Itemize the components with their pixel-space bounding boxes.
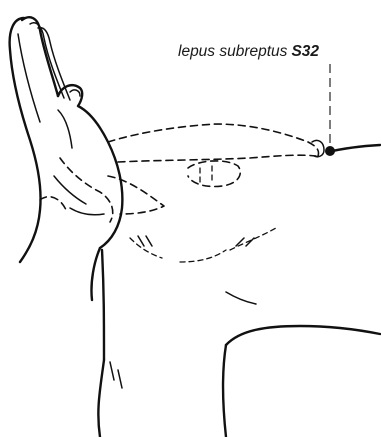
knee-cap-hint (226, 292, 256, 304)
muscle-hatch-2 (236, 238, 254, 246)
wrist-dashed (40, 197, 66, 210)
knee-contour (226, 326, 380, 345)
wrist-crease (70, 208, 104, 215)
finger-index (22, 17, 58, 96)
thigh-front (102, 250, 104, 360)
muscle-contour-2 (180, 250, 226, 262)
leg-drawing (98, 145, 380, 437)
index-finger-dashed (108, 124, 319, 156)
hand-outline (10, 18, 41, 262)
acupoint-code: S32 (291, 43, 319, 60)
acupoint-name: lepus subreptus (178, 43, 287, 60)
palm-on-thigh-dashed (40, 124, 324, 222)
forearm-edge (91, 248, 100, 300)
muscle-hatch-1 (138, 236, 152, 246)
knuckle-dashed (188, 161, 240, 187)
hand-drawing (10, 17, 123, 300)
knuckle-lines (200, 166, 212, 184)
shin-front (223, 345, 226, 437)
thumb-nail (70, 90, 80, 96)
calf-back (98, 360, 104, 437)
thigh-top-edge (328, 145, 380, 152)
acupoint-marker (325, 146, 335, 156)
palm-crease (58, 110, 72, 148)
muscle-contour-1 (130, 238, 162, 258)
palm-edge-dashed (108, 176, 164, 214)
knee-shadow (110, 362, 122, 388)
